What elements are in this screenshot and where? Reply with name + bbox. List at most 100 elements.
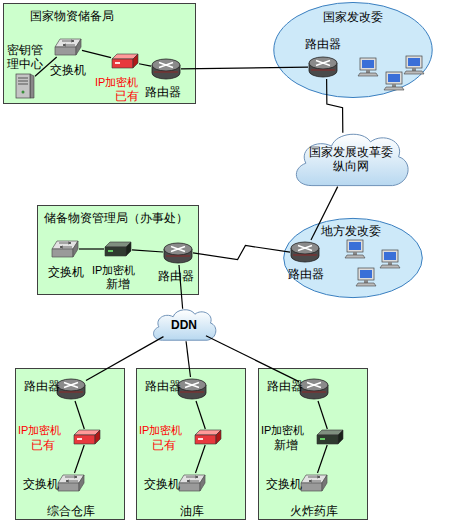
network-box: 火炸药库 路由器 IP加密机新增交换机 — [258, 368, 368, 520]
node-label: 综合仓库 — [47, 504, 95, 518]
node-label: 地方发改委 — [321, 224, 381, 238]
network-box: 储备物资管理局（办事处）交换机IP加密机新增路由器 — [37, 205, 199, 295]
shape-outline — [308, 55, 338, 79]
node-label: 路由器 — [24, 379, 60, 393]
shape-outline — [73, 429, 101, 445]
computer-icon — [380, 250, 400, 268]
computer-icon — [356, 268, 376, 286]
node-label: IP加密机 — [139, 423, 182, 437]
server-icon: 密钥管理中心 — [13, 73, 35, 99]
router-icon: 路由器 — [163, 241, 193, 265]
node-label: IP加密机 — [92, 263, 135, 277]
encryptor-icon: IP加密机新增 — [104, 241, 132, 257]
network-link — [206, 336, 299, 382]
network-link — [35, 57, 57, 76]
network-link — [181, 67, 308, 69]
network-box: 综合仓库 路由器 IP加密机已有交换机 — [15, 368, 125, 520]
network-box: 国家物资储备局密钥管理中心交换机IP加密机已有路由器 — [3, 3, 196, 104]
node-label: 路由器 — [158, 269, 194, 283]
router-icon: 路由器 — [56, 377, 86, 401]
network-link — [186, 341, 190, 377]
shape-outline — [178, 473, 206, 493]
node-label: 路由器 — [145, 379, 181, 393]
network-link — [317, 445, 327, 473]
shape-outline — [299, 377, 329, 401]
network-box: 油库 路由器 IP加密机已有交换机 — [136, 368, 246, 520]
node-label: 国家物资储备局 — [30, 9, 114, 23]
network-link — [74, 445, 84, 473]
shape-outline — [54, 37, 82, 57]
switch-icon: 交换机 — [300, 473, 328, 493]
shape-outline — [300, 473, 328, 493]
node-label: DDN — [150, 318, 218, 332]
network-link — [75, 401, 84, 429]
shape-outline — [163, 241, 193, 265]
node-label: 储备物资管理局（办事处） — [44, 211, 188, 225]
node-label: 国家发改委 — [323, 10, 383, 24]
node-label: 交换机 — [48, 265, 84, 279]
switch-icon: 交换机 — [54, 37, 82, 57]
computer-icon — [384, 72, 404, 90]
node-label: 已有 — [152, 438, 176, 452]
encryptor-icon: IP加密机已有 — [194, 429, 222, 445]
network-link — [193, 245, 290, 259]
router-icon: 路由器 — [308, 55, 338, 79]
node-label: 交换机 — [266, 477, 302, 491]
computer-icon — [345, 240, 365, 258]
node-label: 路由器 — [288, 267, 324, 281]
network-link — [139, 64, 151, 66]
node-label: 已有 — [115, 89, 139, 103]
router-icon: 路由器 — [299, 377, 329, 401]
node-label: IP加密机 — [261, 423, 304, 437]
network-link — [82, 50, 111, 57]
router-icon: 路由器 — [290, 240, 320, 264]
node-label: 新增 — [106, 277, 130, 291]
shape-outline — [177, 377, 207, 401]
shape-outline — [57, 473, 85, 493]
router-icon: 路由器 — [177, 377, 207, 401]
network-link — [179, 265, 183, 309]
network-link — [311, 187, 338, 240]
network-link — [86, 337, 163, 381]
node-label: 交换机 — [23, 477, 59, 491]
shape-outline — [194, 429, 222, 445]
node-label: 火炸药库 — [290, 504, 338, 518]
node-label: 油库 — [180, 504, 204, 518]
shape-outline — [51, 239, 79, 259]
node-label: 路由器 — [145, 85, 181, 99]
node-label: 密钥管理中心 — [7, 43, 44, 71]
shape-outline — [151, 57, 181, 81]
encryptor-icon: IP加密机已有 — [111, 53, 139, 69]
network-link — [195, 445, 205, 473]
computer-icon — [404, 56, 424, 74]
network-link — [327, 79, 343, 133]
router-icon: 路由器 — [151, 57, 181, 81]
network-ellipse: 国家发改委路由器 — [273, 2, 433, 98]
network-link — [318, 401, 327, 429]
shape-outline — [56, 377, 86, 401]
shape-outline — [104, 241, 132, 257]
node-label: 已有 — [31, 438, 55, 452]
encryptor-icon: IP加密机新增 — [316, 429, 344, 445]
shape-outline — [290, 240, 320, 264]
node-label: 交换机 — [50, 63, 86, 77]
network-ellipse: 地方发改委路由器 — [283, 218, 423, 298]
switch-icon: 交换机 — [51, 239, 79, 259]
encryptor-icon: IP加密机已有 — [73, 429, 101, 445]
shape-outline — [316, 429, 344, 445]
network-link — [132, 250, 163, 252]
network-link — [79, 248, 104, 249]
switch-icon: 交换机 — [178, 473, 206, 493]
computer-icon — [358, 58, 378, 76]
node-label: IP加密机 — [18, 423, 61, 437]
shape-outline — [111, 53, 139, 69]
node-label: 国家发展改革委纵向网 — [307, 145, 395, 173]
network-cloud: 国家发展改革委纵向网 — [290, 128, 412, 192]
node-label: IP加密机 — [95, 75, 138, 89]
node-label: 路由器 — [305, 37, 341, 51]
network-link — [196, 401, 205, 429]
node-label: 新增 — [274, 438, 298, 452]
network-cloud: DDN — [150, 306, 218, 344]
shape-outline — [13, 73, 35, 99]
node-label: 交换机 — [144, 477, 180, 491]
